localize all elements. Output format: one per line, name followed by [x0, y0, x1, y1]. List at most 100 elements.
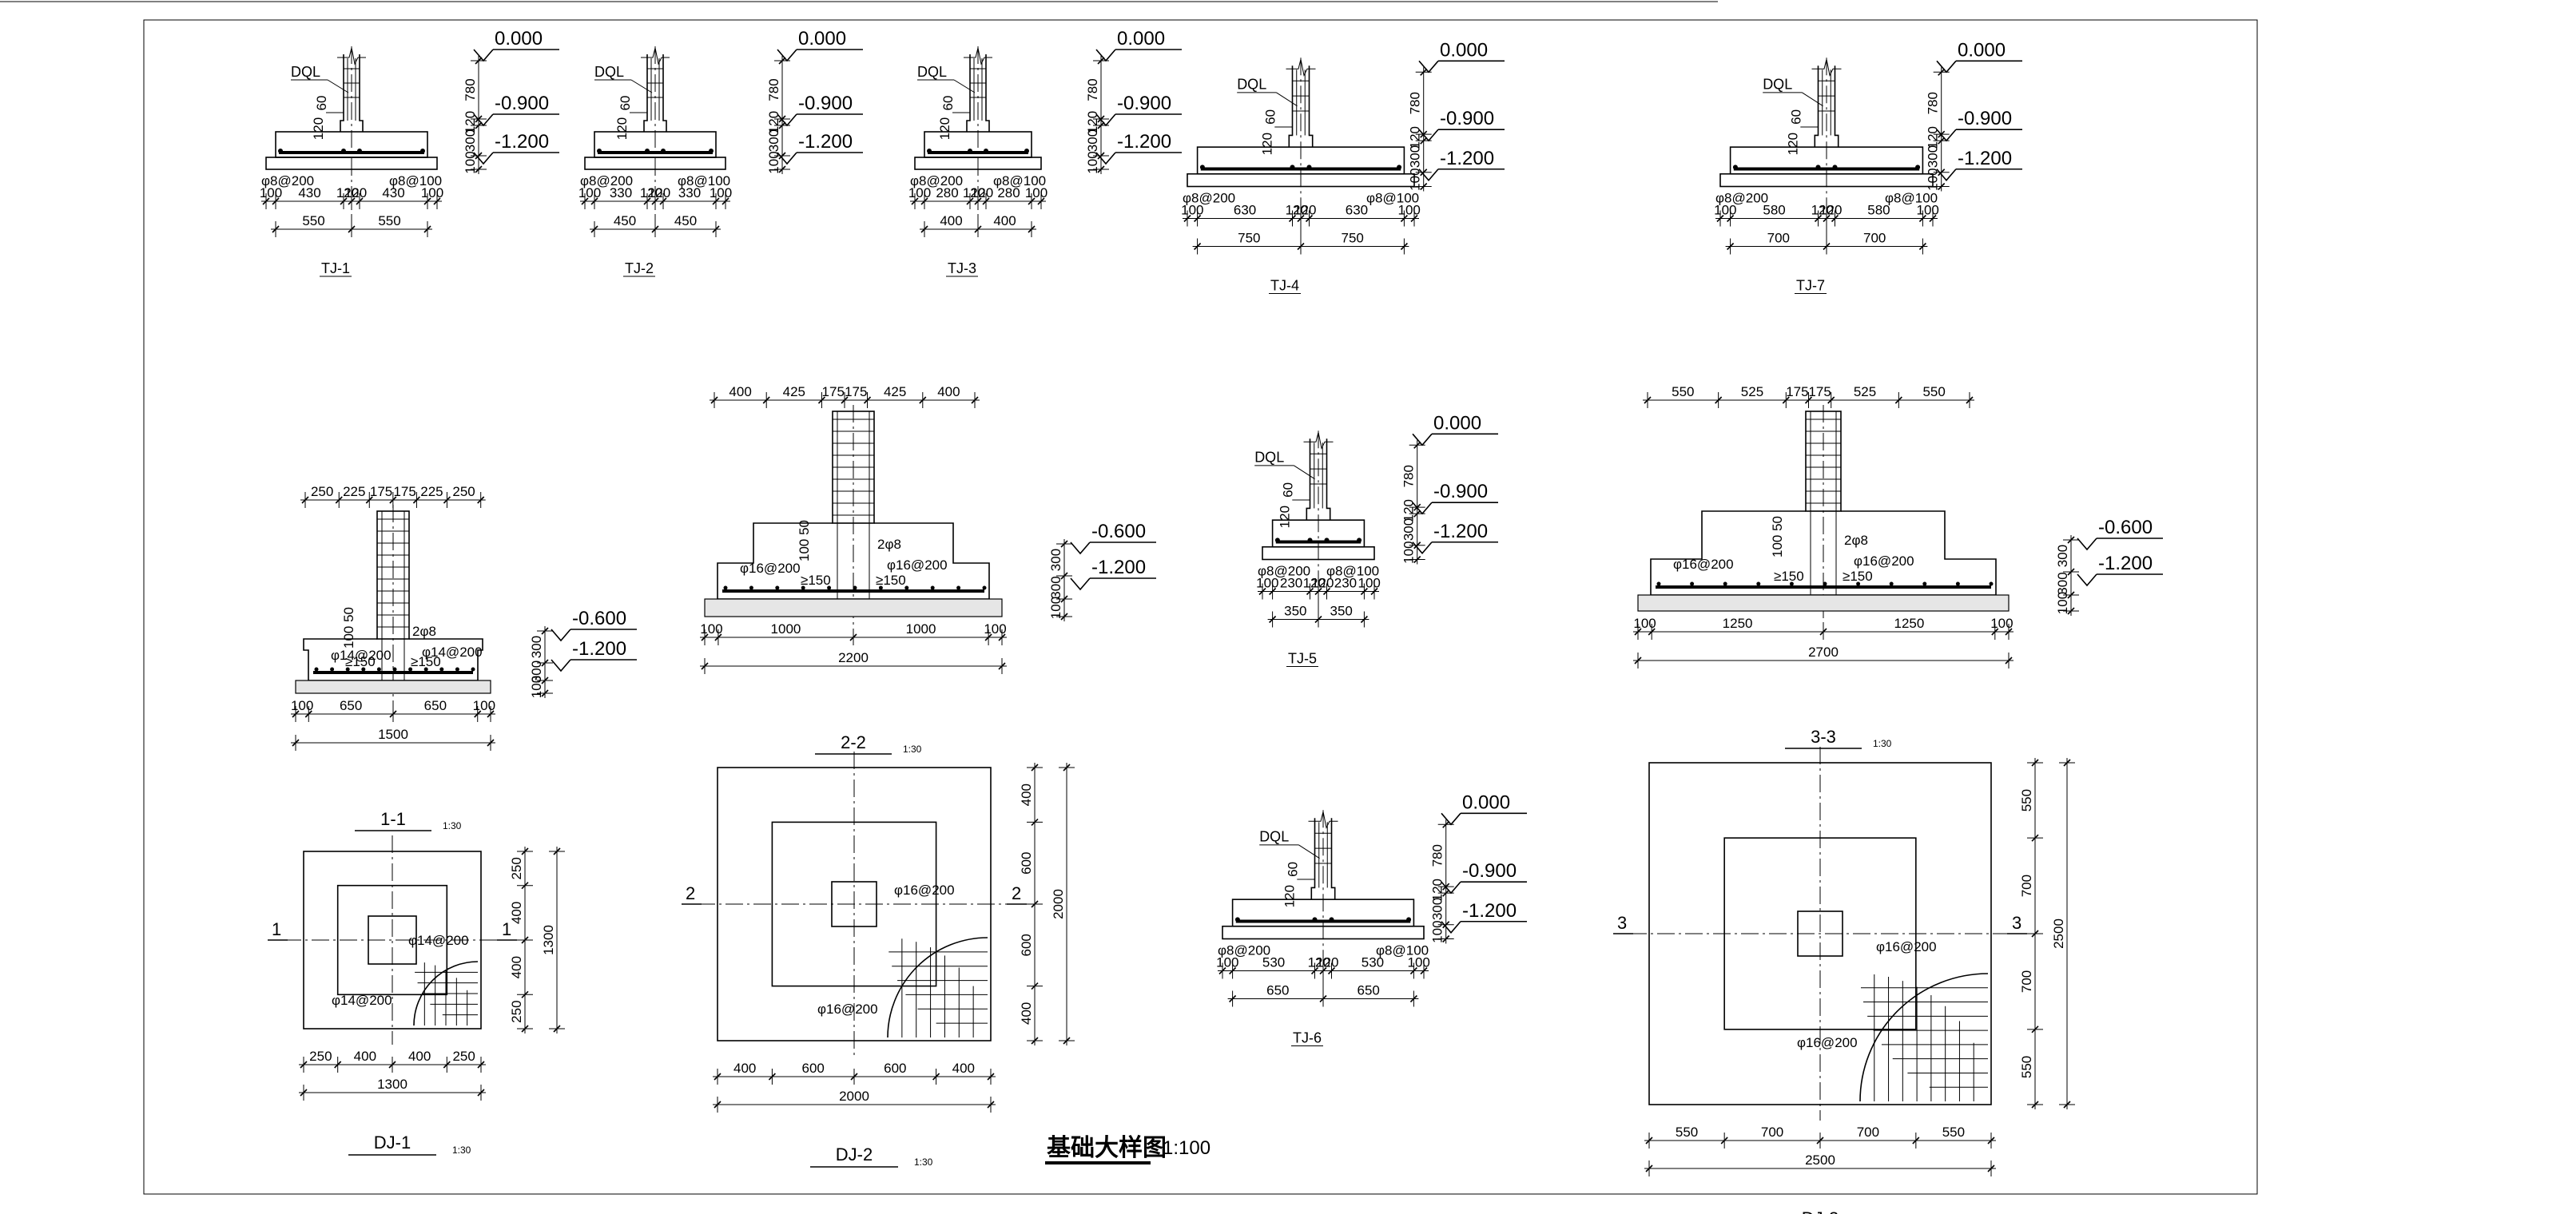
level-text: -1.200: [1440, 148, 1494, 169]
dim-tick: [1031, 982, 1039, 990]
dim-tick: [817, 396, 826, 404]
section-title-1-1: 1-1: [380, 809, 406, 829]
rebar-dot: [982, 585, 987, 590]
dim-tick: [1400, 214, 1408, 223]
level-text: 0.000: [798, 28, 846, 50]
dim-text: 1300: [541, 925, 556, 955]
section-scale: 1:30: [443, 820, 462, 831]
level-text: -0.600: [2098, 517, 2153, 538]
dim-text: 450: [674, 213, 697, 228]
rebar-label-2: φ16@200: [1797, 1035, 1858, 1050]
rebar-dot: [357, 149, 362, 153]
rebar-dot: [455, 667, 459, 672]
dim-tick: [475, 152, 483, 160]
dim-tick: [1966, 396, 1974, 404]
dim-tick: [1938, 137, 1946, 145]
dim-tick: [1409, 966, 1417, 975]
wall-left-face: [643, 54, 648, 132]
dim-tick: [1727, 214, 1735, 223]
rebar-dot: [930, 585, 935, 590]
level-marker: [2077, 573, 2097, 587]
dim-text: 650: [340, 698, 362, 713]
dim-tick: [1370, 587, 1378, 596]
footing-left-outline: [1650, 510, 1806, 595]
rebar-dot: [1915, 165, 1921, 170]
dim-tick: [2067, 591, 2075, 599]
dim-text: 2700: [1808, 645, 1839, 660]
dim-tick: [521, 936, 529, 944]
dim-tick: [1804, 396, 1813, 404]
dim-tick: [1322, 587, 1331, 596]
dim-text: 100: [1216, 955, 1238, 970]
dim-tick: [1918, 214, 1926, 223]
break-line: [1811, 59, 1842, 77]
dim-tick: [356, 197, 364, 205]
dim-text: 525: [1854, 384, 1876, 399]
dim-tick: [581, 197, 589, 205]
strip-footing-tj-3: DQL601200.000-0.900-1.200780120300100φ8@…: [908, 28, 1182, 277]
rebar-dot: [853, 585, 857, 590]
rebar-dot: [408, 667, 413, 672]
dim-tick: [1097, 152, 1105, 160]
dim-text: 230: [1280, 576, 1302, 591]
dim-text: 100: [1430, 920, 1445, 942]
dim-text: 100: [578, 185, 601, 200]
dim-tick: [1816, 1137, 1824, 1145]
dim-text: 120: [1408, 126, 1423, 149]
dim-text: 430: [298, 185, 320, 200]
dim-text: 100: [908, 185, 931, 200]
dim-text: 250: [452, 1049, 475, 1064]
dim-tick: [300, 1061, 308, 1069]
rebar-dot: [1274, 538, 1280, 543]
wall-right-face: [1834, 65, 1839, 148]
dim-text: 600: [1019, 852, 1034, 875]
section-cut-left: 3: [1617, 913, 1627, 933]
wall-left-face: [1306, 438, 1311, 521]
step2-text: 120: [1259, 133, 1274, 155]
rebar-dot: [904, 585, 909, 590]
dim-tick: [1991, 628, 1999, 636]
dim-text: 700: [2019, 970, 2034, 993]
dim-text: 1300: [377, 1077, 407, 1092]
dim-text: 2500: [1805, 1153, 1835, 1168]
rebar-dot: [878, 585, 883, 590]
level-marker: [1070, 542, 1091, 555]
dim-text: 400: [509, 902, 524, 924]
dim-tick: [423, 197, 431, 205]
dim-tick: [272, 197, 280, 205]
dim-tick: [1648, 628, 1656, 636]
dim-text: 550: [378, 213, 400, 228]
dim-text: 550: [2019, 1056, 2034, 1078]
footing-pad: [584, 157, 726, 170]
dim-text: 400: [1019, 1002, 1034, 1025]
rebar-dot: [471, 667, 475, 672]
dim-tick: [1645, 1164, 1653, 1172]
dim-text: 530: [1262, 955, 1285, 970]
dim-tick: [1442, 889, 1450, 897]
dim-text: 1500: [378, 727, 408, 742]
rebar-dot: [709, 149, 714, 153]
drawing-title-text: 基础大样图: [1047, 1134, 1167, 1162]
dim-text: 1000: [906, 621, 936, 637]
rebar-label-1: φ16@200: [894, 883, 955, 898]
dim-tick: [643, 197, 651, 205]
dim-text: 300: [766, 129, 781, 152]
dim-text: 2000: [839, 1089, 869, 1104]
drawing-frame: [143, 19, 2258, 1195]
section-scale: 1:30: [1873, 738, 1892, 749]
rebar-label-right: φ8@100: [1885, 191, 1938, 206]
dim-tick: [2031, 759, 2039, 767]
dim-text: 650: [424, 698, 447, 713]
dim-text: 630: [1234, 203, 1256, 218]
footing-pad: [1719, 173, 1934, 188]
dim-tick: [768, 1073, 776, 1081]
dim-tick: [1823, 214, 1831, 223]
dim-tick: [389, 496, 397, 504]
dim-text: 2500: [2051, 918, 2066, 949]
rebar-dot: [376, 667, 381, 672]
level-text: -1.200: [1958, 148, 2012, 169]
dim-tick: [1360, 587, 1368, 596]
level-marker: [1095, 152, 1116, 165]
